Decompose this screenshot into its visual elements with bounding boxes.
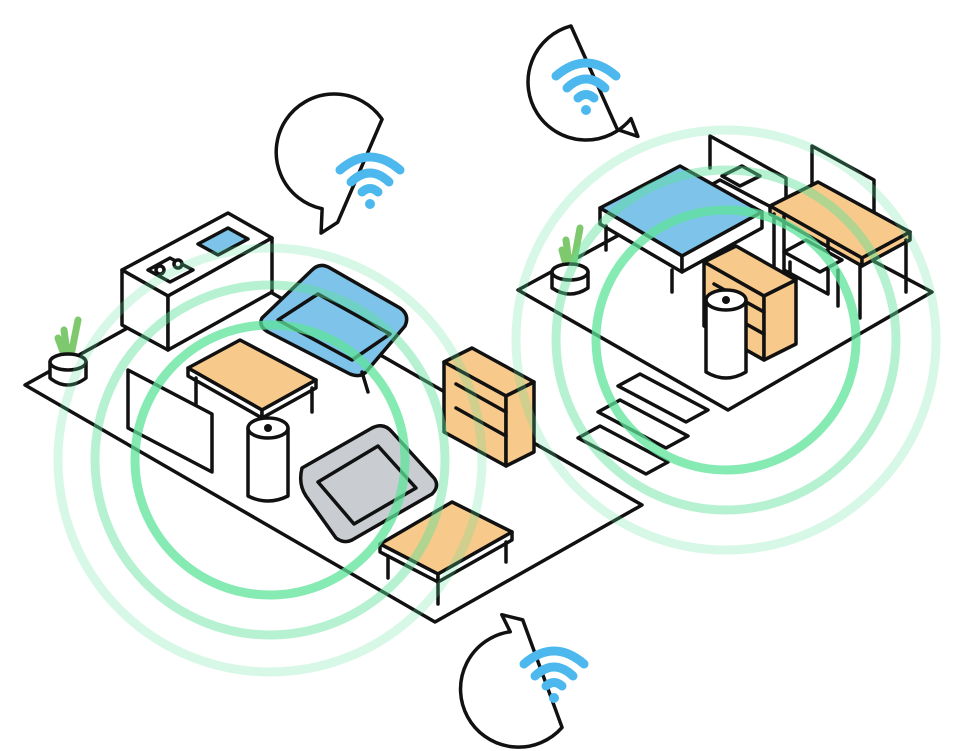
plant-icon (48, 316, 88, 387)
blue-sofa-icon (259, 263, 409, 394)
ottoman-table-icon (378, 500, 514, 606)
kitchen-counter-icon (120, 211, 274, 352)
wifi-icon (335, 152, 405, 209)
bookshelf-icon (442, 346, 536, 468)
plant-icon (550, 224, 590, 296)
mesh-router-icon (246, 416, 290, 503)
bed-icon (598, 134, 788, 294)
desk-icon (768, 180, 912, 320)
bedroom-signal-rings (511, 125, 941, 555)
wifi-bubble-icon (458, 612, 589, 749)
wifi-bubble-icon (526, 24, 640, 142)
living-signal-rings (53, 243, 487, 677)
mesh-router-icon (704, 288, 748, 380)
wifi-icon (551, 58, 621, 115)
wifi-bubble-icon (274, 92, 405, 235)
table-icon (186, 338, 318, 420)
wifi-icon (519, 646, 589, 703)
